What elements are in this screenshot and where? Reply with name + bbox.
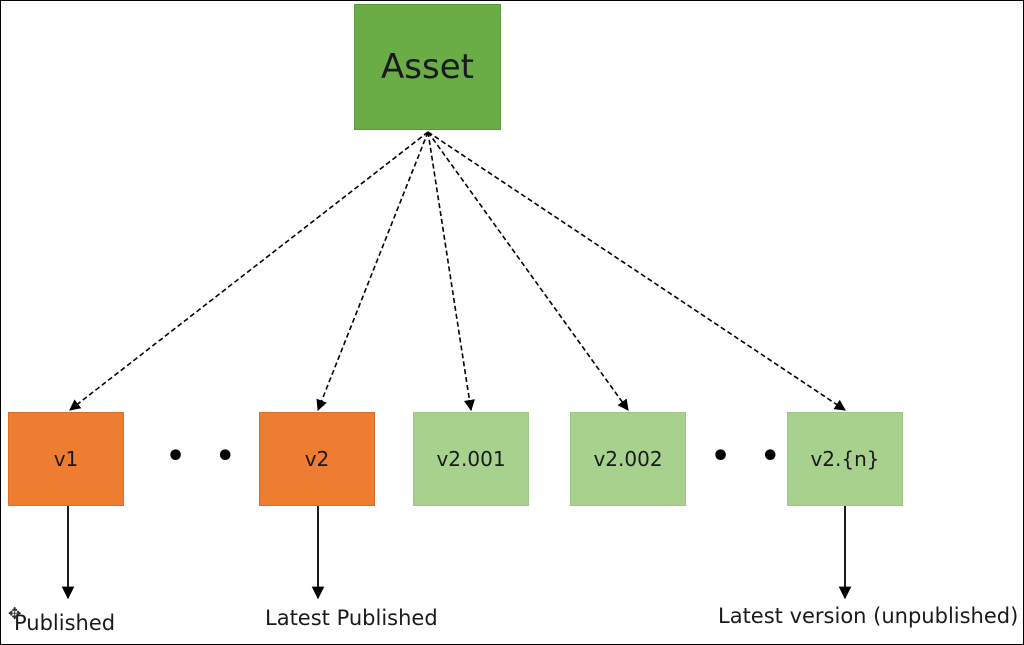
edge-asset-v2001 xyxy=(427,131,475,412)
version-node-v2001: v2.001 xyxy=(413,412,529,506)
published-label: Published xyxy=(14,611,116,635)
latest-version-label: Latest version (unpublished) xyxy=(718,604,1019,628)
edge-asset-v1 xyxy=(69,131,429,411)
version-label: v2.002 xyxy=(593,447,663,471)
edge-asset-v2002 xyxy=(427,131,629,411)
edge-asset-v2n xyxy=(427,131,846,411)
edge-asset-v2 xyxy=(316,131,429,412)
asset-label: Asset xyxy=(381,47,474,87)
version-node-v2002: v2.002 xyxy=(570,412,686,506)
version-node-v2n: v2.{n} xyxy=(787,412,903,506)
move-cursor-icon: ✥ xyxy=(8,604,22,623)
version-label: v1 xyxy=(53,447,79,471)
latest-published-label: Latest Published xyxy=(265,606,438,630)
version-label: v2.001 xyxy=(436,447,506,471)
version-node-v1: v1 xyxy=(8,412,124,506)
asset-node: Asset xyxy=(354,4,501,130)
version-label: v2 xyxy=(304,447,330,471)
version-node-v2: v2 xyxy=(259,412,375,506)
version-label: v2.{n} xyxy=(810,447,880,471)
